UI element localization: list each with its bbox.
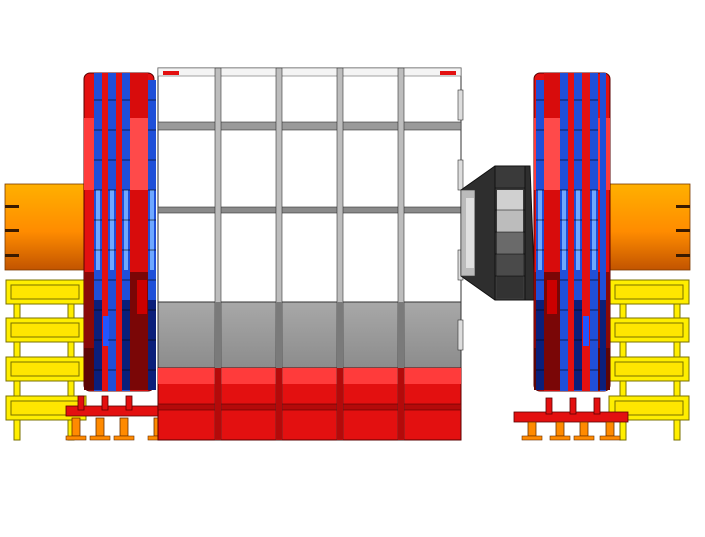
right-cone-endcap xyxy=(460,165,536,301)
left-endcap-disks xyxy=(83,72,156,392)
left-support-rack xyxy=(5,279,87,441)
left-forward-magnet xyxy=(4,183,89,271)
right-forward-magnet xyxy=(607,183,691,271)
barrel-yoke xyxy=(157,67,464,441)
right-endcap-disks xyxy=(533,72,611,392)
right-support-rack xyxy=(608,279,690,441)
right-support-feet xyxy=(513,397,629,441)
